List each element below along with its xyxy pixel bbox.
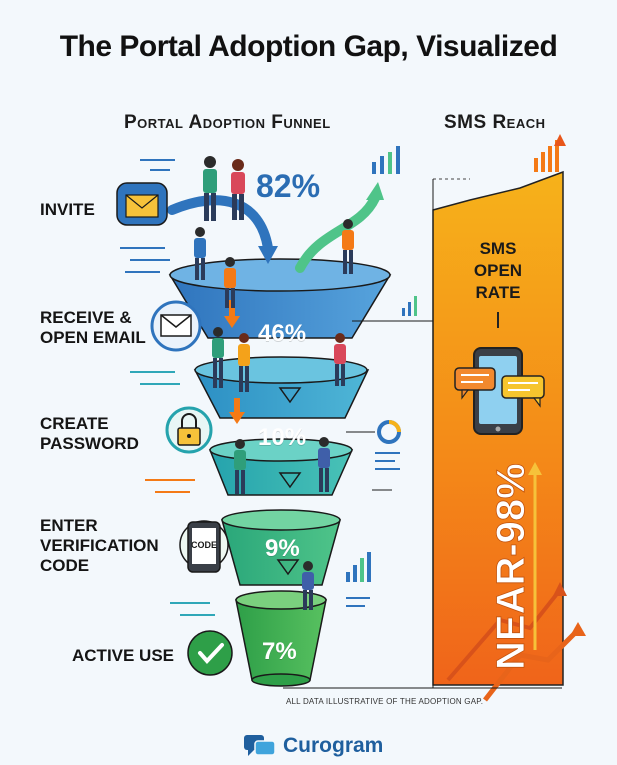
sms-label-line-2: OPEN (474, 261, 522, 280)
step-value-active-use: 7% (262, 638, 297, 665)
brand-name: Curogram (283, 734, 384, 757)
sms-label-line-1: SMS (480, 239, 517, 258)
step-value-invite: 82% (256, 168, 321, 204)
check-icon (187, 630, 233, 676)
envelope-icon (116, 182, 168, 226)
step-label-active-use: ACTIVE USE (72, 646, 175, 665)
sms-reach-bar (432, 134, 586, 702)
mail-icon (150, 300, 202, 352)
code-icon-text: CODE (191, 540, 217, 550)
phone-code-icon (179, 520, 229, 573)
step-value-enter-verification-code: 9% (265, 535, 300, 562)
step-label-invite: INVITE (40, 200, 95, 219)
lock-icon (165, 406, 213, 454)
step-label-receive-open-email: RECEIVE & OPEN EMAIL (40, 308, 146, 347)
step-value-create-password: 10% (258, 424, 307, 451)
decorative-marks (120, 146, 562, 689)
footnote: ALL DATA ILLUSTRATIVE OF THE ADOPTION GA… (286, 697, 484, 706)
people-figures (194, 156, 354, 610)
sms-heading: SMS Reach (444, 112, 546, 133)
sms-label-line-3: RATE (475, 283, 520, 302)
page-title: The Portal Adoption Gap, Visualized (59, 30, 558, 63)
step-label-enter-verification-code: ENTER VERIFICATION CODE (40, 516, 159, 575)
sms-value: NEAR-98% (489, 463, 533, 670)
step-label-create-password: CREATE PASSWORD (40, 414, 139, 453)
brand-logo: Curogram (243, 733, 383, 759)
step-value-receive-open-email: 46% (258, 320, 307, 347)
phone-icon (454, 347, 545, 435)
chat-bubbles-icon (244, 735, 276, 756)
funnel-heading: Portal Adoption Funnel (124, 112, 331, 133)
